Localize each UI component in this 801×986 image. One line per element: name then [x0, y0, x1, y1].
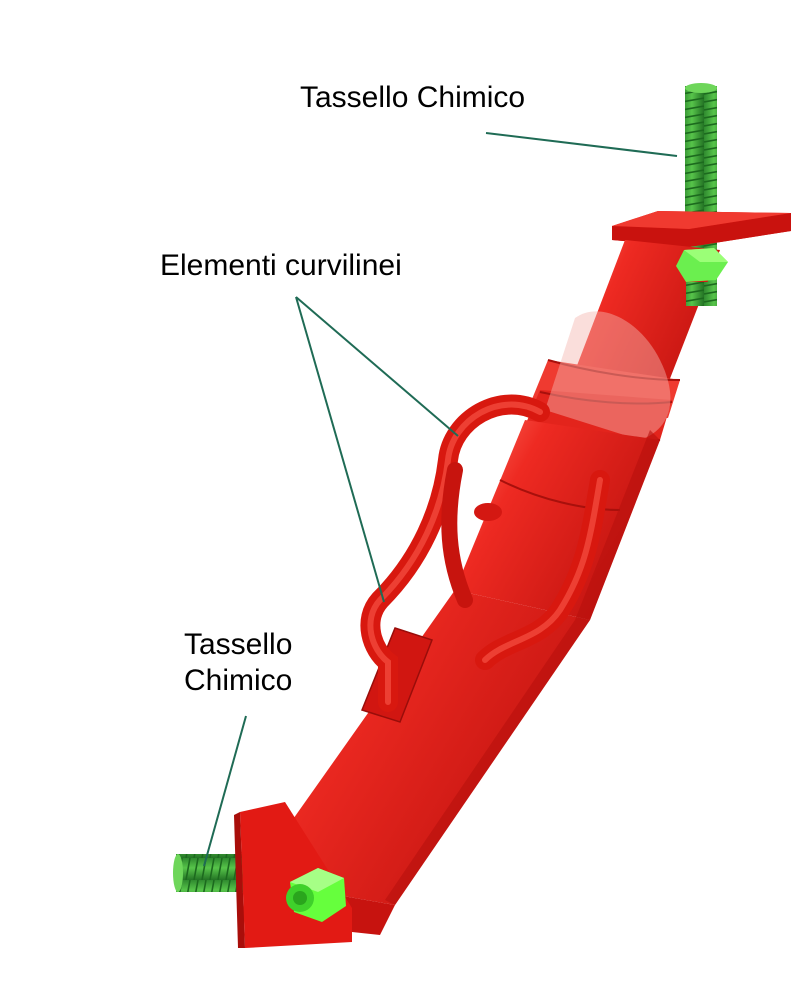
top-base-plate	[612, 211, 791, 247]
leader-bottom-anchor	[203, 715, 247, 867]
leader-lines	[203, 132, 678, 867]
label-curved-elements: Elementi curvilinei	[160, 249, 402, 282]
top-nut	[676, 248, 728, 306]
leader-curved-1	[295, 296, 459, 437]
label-bottom-anchor-line2: Chimico	[184, 664, 293, 697]
label-bottom-anchor: Tassello Chimico	[184, 627, 292, 699]
label-top-anchor: Tassello Chimico	[300, 81, 526, 114]
curved-elements	[360, 394, 610, 712]
bottom-bolt	[286, 868, 346, 922]
strut-tube	[240, 240, 720, 935]
label-bottom-anchor-line1: Tassello	[184, 628, 293, 661]
leader-top-anchor	[485, 132, 678, 157]
leader-curved-2	[295, 296, 385, 603]
